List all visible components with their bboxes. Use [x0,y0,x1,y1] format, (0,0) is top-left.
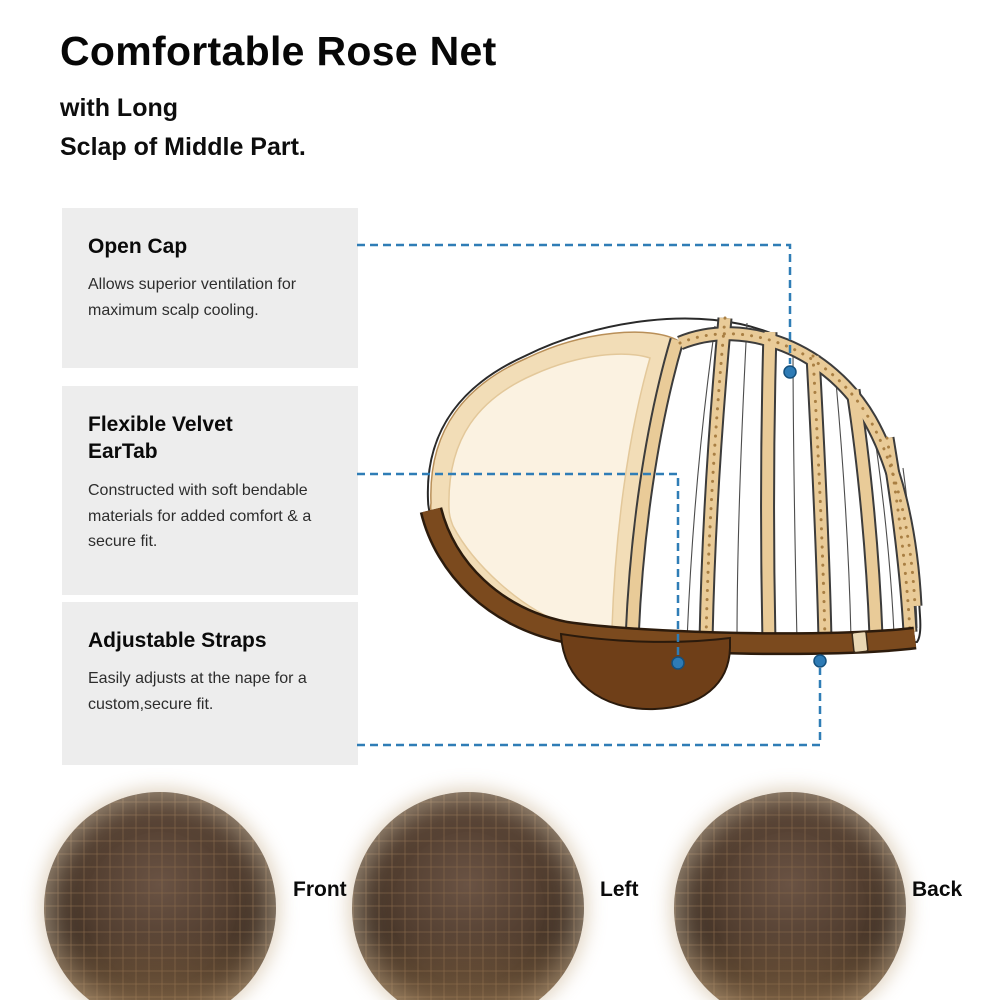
wig-cap-illustration [419,316,923,711]
feature-title: Flexible Velvet EarTab [88,413,233,464]
feature-adjustable-straps: Adjustable Straps Easily adjusts at the … [62,602,358,765]
header: Comfortable Rose Net with Long Sclap of … [60,28,497,167]
feature-title: Open Cap [88,235,188,258]
subtitle-line-2: Sclap of Middle Part. [60,132,306,161]
view-label-front: Front [293,878,347,901]
feature-velvet-eartab: Flexible Velvet EarTab Constructed with … [62,386,358,595]
view-label-left: Left [600,878,639,901]
feature-open-cap: Open Cap Allows superior ventilation for… [62,208,358,368]
photo-front-view [44,792,276,1000]
feature-description: Allows superior ventilation for maximum … [88,276,297,320]
feature-title: Adjustable Straps [88,629,267,652]
page-title: Comfortable Rose Net [60,28,497,74]
strap-adjuster [851,630,869,654]
photo-back-view [674,792,906,1000]
view-label-back: Back [912,878,963,901]
feature-description: Easily adjusts at the nape for a custom,… [88,670,307,714]
ear-tab [559,632,731,711]
feature-description: Constructed with soft bendable materials… [88,481,312,551]
photo-left-view [352,792,584,1000]
page-subtitle: with Long Sclap of Middle Part. [60,89,497,167]
subtitle-line-1: with Long [60,94,179,122]
